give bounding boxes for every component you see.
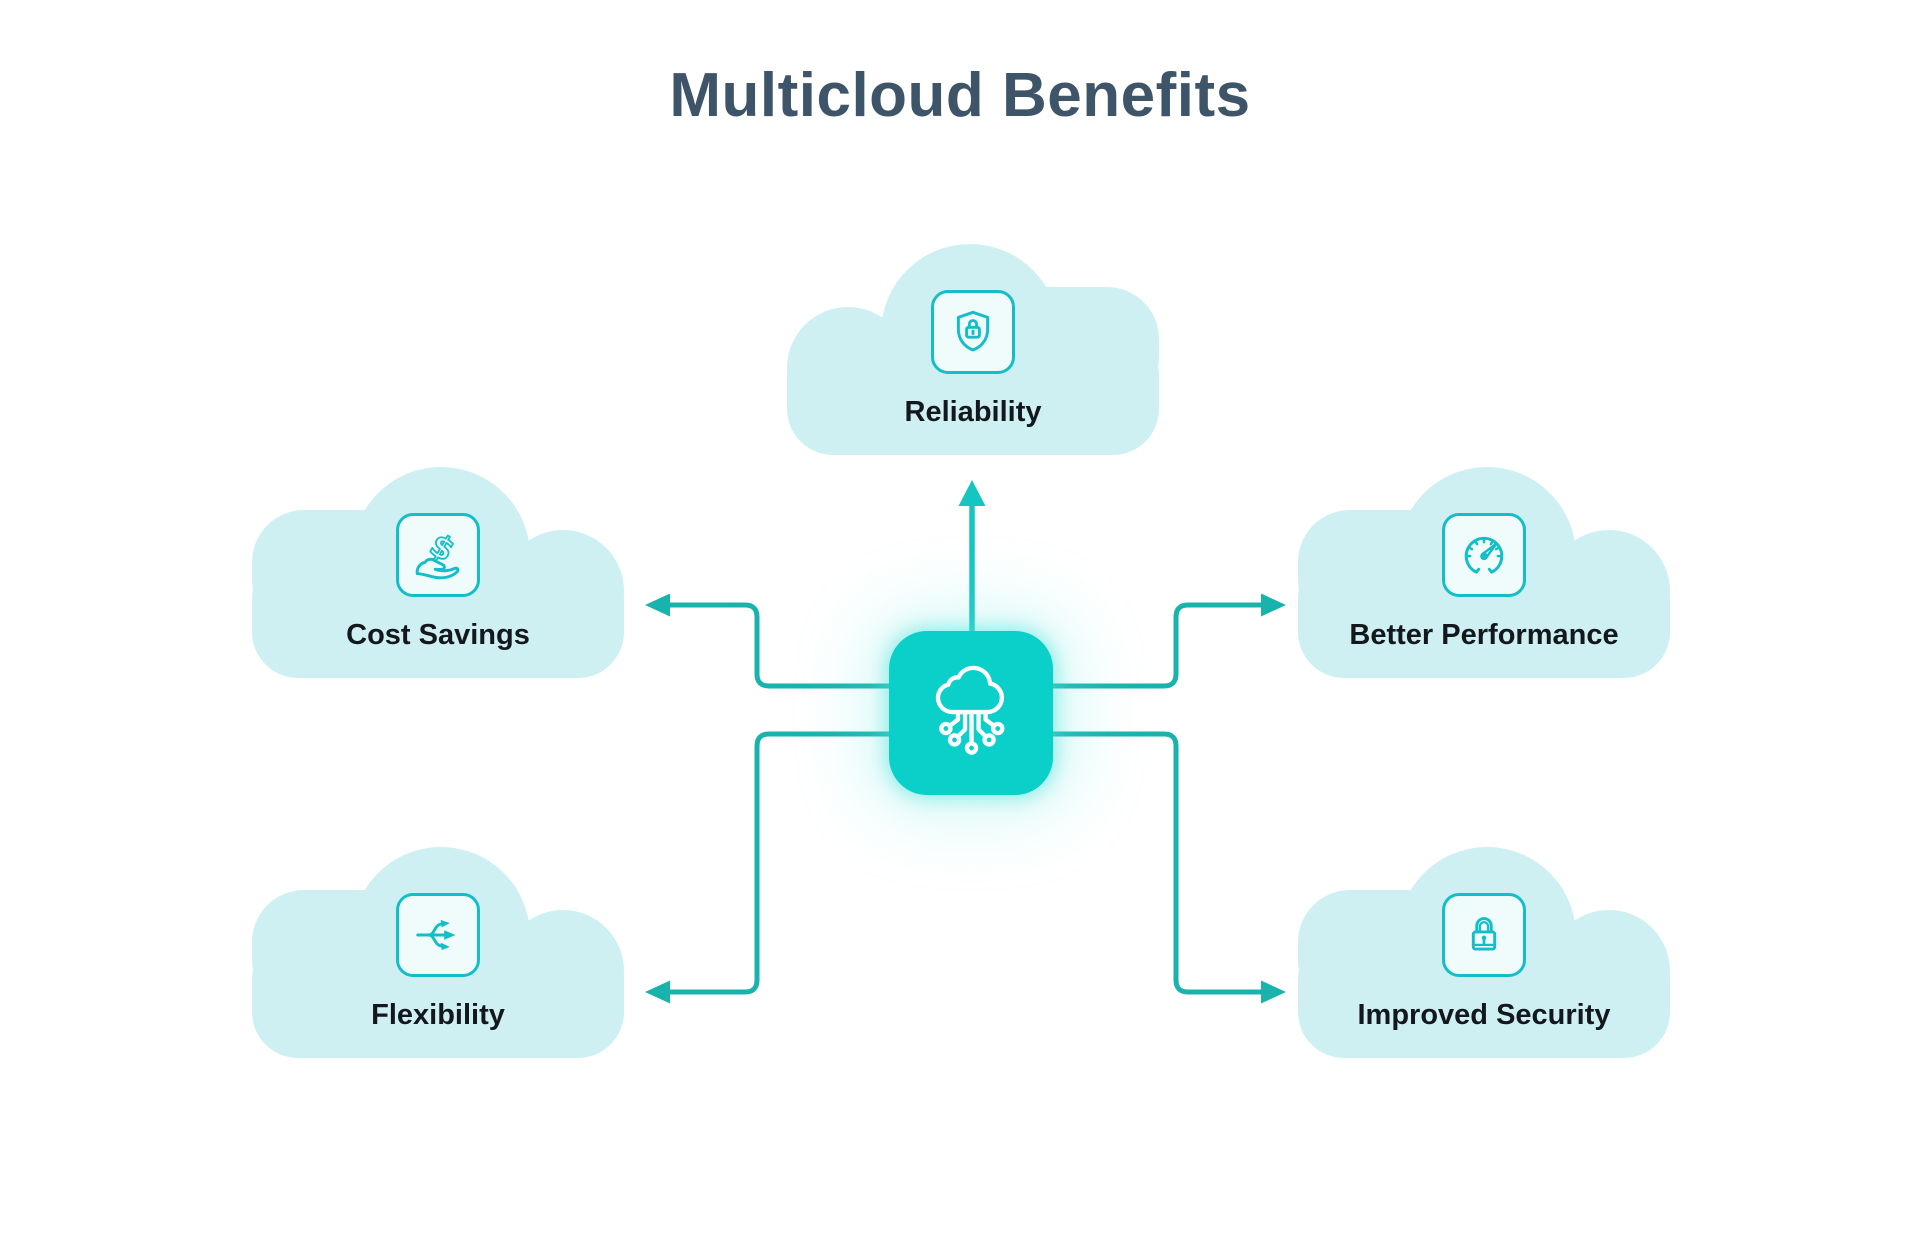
arrowhead-right-bottom (1261, 980, 1286, 1004)
cloud-node-improved-security: Improved Security (1298, 847, 1670, 1058)
connector-bottom-right (1053, 731, 1263, 995)
cloud-label: Improved Security (1357, 999, 1611, 1031)
shield-lock-icon (931, 290, 1015, 374)
branch-arrows-icon (396, 893, 480, 977)
arrowhead-left-bottom (645, 980, 670, 1004)
page-title: Multicloud Benefits (669, 61, 1251, 130)
cloud-shape (1298, 847, 1670, 1058)
cloud-shape (252, 467, 624, 678)
arrowhead-up (958, 480, 986, 506)
cloud-label: Cost Savings (346, 619, 530, 651)
hand-dollar-icon: $ (396, 513, 480, 597)
arrowhead-left-top (645, 593, 670, 617)
cloud-label: Better Performance (1349, 619, 1619, 651)
connector-top-right (1053, 602, 1263, 689)
connector-bottom-left (668, 731, 890, 995)
cloud-node-cost-savings: $ Cost Savings (252, 467, 624, 678)
padlock-icon (1442, 893, 1526, 977)
cloud-label: Flexibility (371, 999, 505, 1031)
cloud-label: Reliability (904, 396, 1042, 428)
arrowhead-right-top (1261, 593, 1286, 617)
cloud-node-flexibility: Flexibility (252, 847, 624, 1058)
cloud-node-reliability: Reliability (787, 244, 1159, 455)
connector-top-left (668, 602, 890, 689)
speedometer-icon (1442, 513, 1526, 597)
center-node (889, 631, 1053, 795)
cloud-network-icon (919, 659, 1023, 768)
cloud-node-better-performance: Better Performance (1298, 467, 1670, 678)
